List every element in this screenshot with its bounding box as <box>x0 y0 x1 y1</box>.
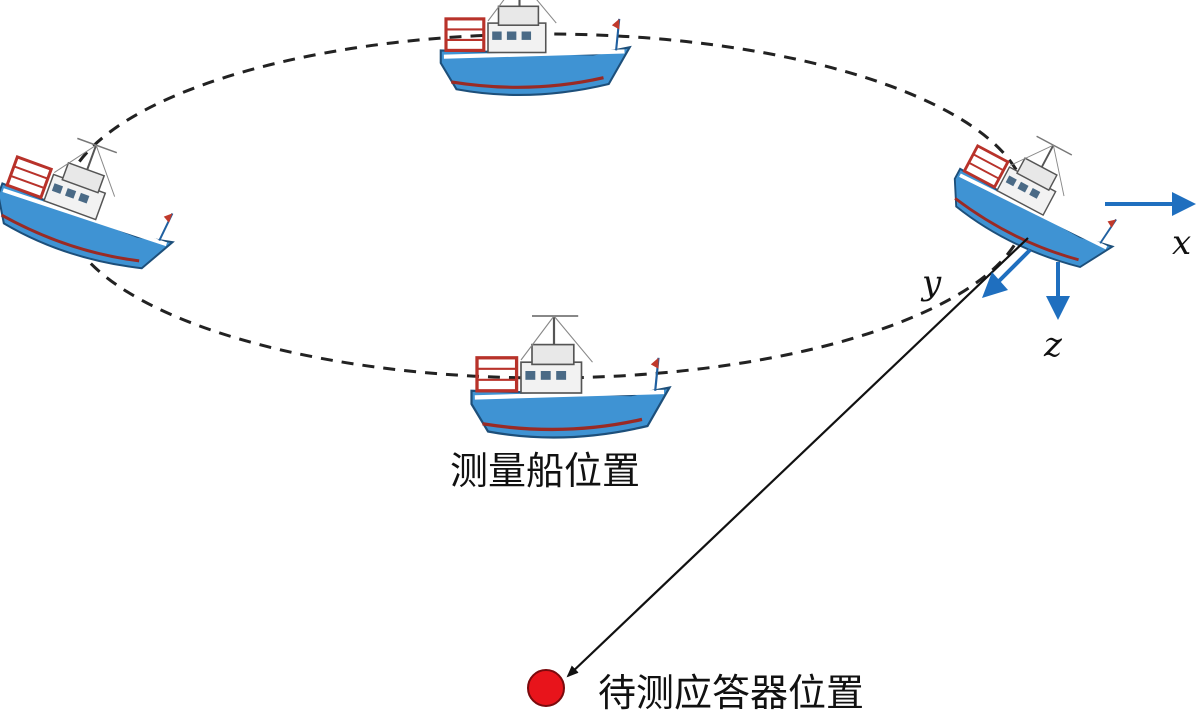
transponder-position-label: 待测应答器位置 <box>598 671 864 715</box>
ship-bottom <box>472 316 670 437</box>
y-axis-label: y <box>920 263 942 303</box>
y-axis-arrowhead <box>982 272 1008 298</box>
slant-range-line <box>566 237 1029 678</box>
body-frame-axes: x y z <box>920 192 1196 365</box>
transponder-dot <box>527 669 565 707</box>
ship-right <box>939 109 1144 287</box>
x-axis-label: x <box>1172 223 1191 263</box>
ship-left <box>0 117 197 287</box>
ship-positions-label: 测量船位置 <box>450 449 640 493</box>
ship-top <box>441 0 630 95</box>
x-axis-arrowhead <box>1172 192 1196 216</box>
z-axis-label: z <box>1043 325 1063 365</box>
z-axis-arrowhead <box>1046 296 1070 320</box>
